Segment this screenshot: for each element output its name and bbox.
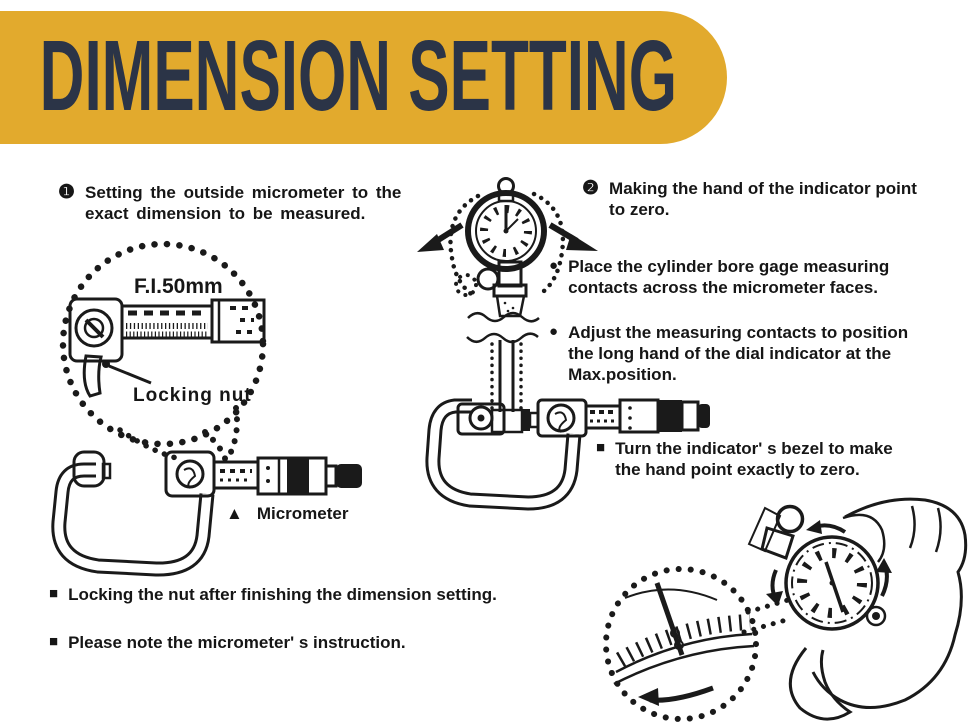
banner: DIMENSION SETTING [0, 11, 727, 144]
micrometer-caption-text: Micrometer [256, 504, 349, 523]
inset-title-label: F.I.50mm [134, 275, 223, 298]
square-bullet-icon: ■ [596, 439, 606, 456]
step-2-number-icon: ❷ [582, 178, 600, 199]
note-instruction: ■ Please note the micrometer' s instruct… [49, 632, 609, 653]
step-2-text: Making the hand of the indicator point t… [609, 179, 917, 219]
step-2: ❷ Making the hand of the indicator point… [582, 178, 942, 220]
step-1-text: Setting the outside micrometer to the ex… [85, 183, 402, 223]
bullet-icon: ● [549, 257, 559, 274]
note-locking-nut-text: Locking the nut after finishing the dime… [68, 585, 497, 604]
bullet-turn-bezel-text: Turn the indicator' s bezel to make the … [615, 439, 893, 479]
square-bullet-icon: ■ [49, 633, 59, 650]
bullet-adjust-contacts: ● Adjust the measuring contacts to posit… [549, 322, 939, 385]
step-1-number-icon: ❶ [58, 182, 76, 203]
micrometer-closeup-callout-illustration: F.I.50mm Locking nut [59, 240, 267, 465]
square-bullet-icon: ■ [49, 585, 59, 602]
bezel-adjustment-illustration [603, 497, 968, 722]
bullet-place-contacts: ● Place the cylinder bore gage measuring… [549, 256, 939, 298]
bullet-place-contacts-text: Place the cylinder bore gage measuring c… [568, 257, 890, 297]
note-locking-nut: ■ Locking the nut after finishing the di… [49, 584, 609, 605]
step-1: ❶ Setting the outside micrometer to the … [58, 182, 478, 224]
locking-nut-label: Locking nut [133, 385, 252, 406]
triangle-icon: ▲ [226, 504, 243, 523]
bullet-turn-bezel: ■ Turn the indicator' s bezel to make th… [596, 438, 946, 480]
micrometer-caption: ▲ Micrometer [226, 503, 348, 524]
micrometer-illustration [51, 427, 362, 577]
page-title: DIMENSION SETTING [39, 20, 677, 132]
bullet-adjust-contacts-text: Adjust the measuring contacts to positio… [568, 323, 909, 384]
note-instruction-text: Please note the micrometer' s instructio… [68, 633, 406, 652]
bullet-icon: ● [549, 323, 559, 340]
